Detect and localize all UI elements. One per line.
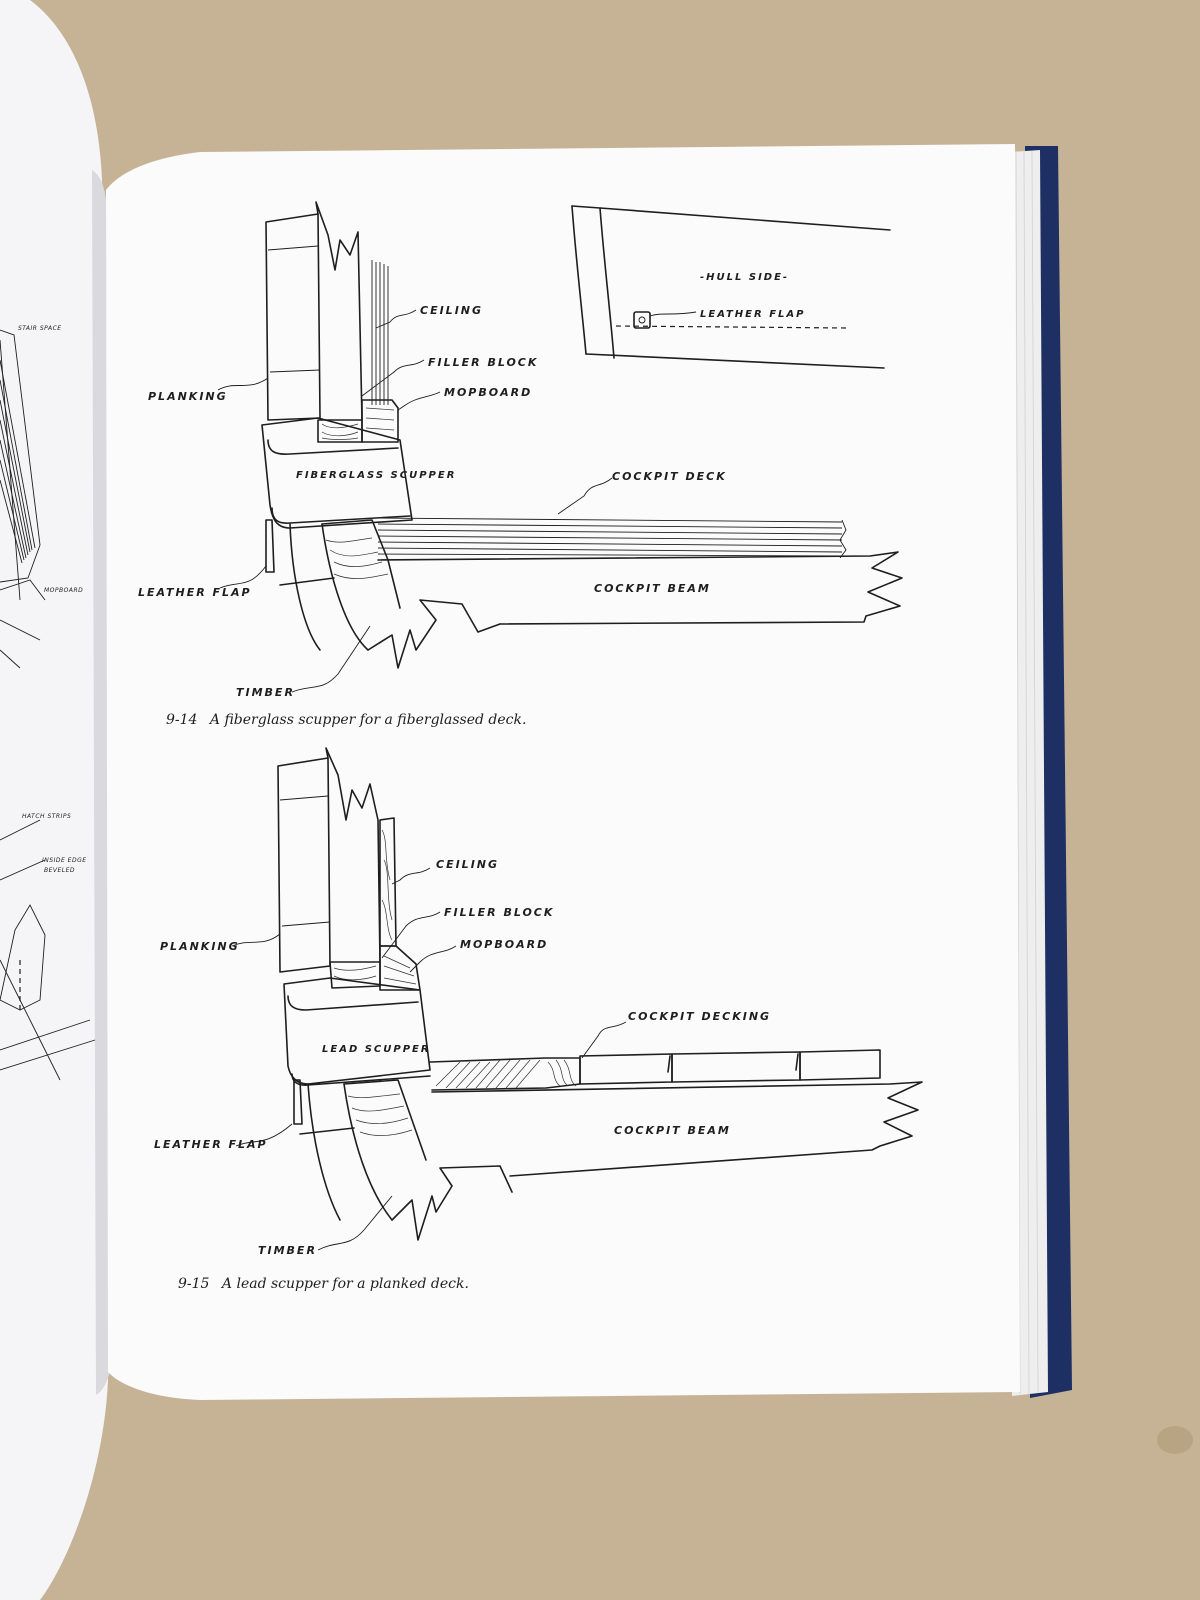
left-page <box>0 0 108 1600</box>
fig15-label-timber: TIMBER <box>258 1244 317 1257</box>
fig14-label-ceiling: CEILING <box>420 304 483 317</box>
fig15-cockpit-beam <box>431 1081 923 1177</box>
right-page <box>106 144 1020 1400</box>
page-stack <box>1010 150 1048 1396</box>
page-stack-lines <box>1015 150 1039 1395</box>
fig14-number: 9-14 <box>166 712 197 728</box>
figure-9-15: CEILING FILLER BLOCK MOPBOARD PLANKING L… <box>154 747 923 1292</box>
fig15-label-filler-block: FILLER BLOCK <box>444 906 554 919</box>
fig15-label-cockpit-beam: COCKPIT BEAM <box>614 1124 731 1137</box>
fig14-timber-upper <box>315 201 363 421</box>
fig15-number: 9-15 <box>178 1276 210 1292</box>
inset-label-hull-side: -HULL SIDE- <box>700 272 789 283</box>
fig15-leather-flap-shape <box>293 1079 303 1125</box>
fig14-label-cockpit-deck: COCKPIT DECK <box>612 470 727 483</box>
fig14-cockpit-beam <box>377 551 903 625</box>
fig14-label-leather-flap: LEATHER FLAP <box>138 586 252 599</box>
fig14-label-timber: TIMBER <box>236 686 295 699</box>
fig15-label-ceiling: CEILING <box>436 858 499 871</box>
inset-label-leather-flap: LEATHER FLAP <box>700 309 805 320</box>
fig15-cockpit-decking <box>429 1049 881 1091</box>
fig15-scupper <box>283 977 431 1085</box>
fig15-mopboard <box>379 945 421 991</box>
fig14-mopboard <box>361 399 399 443</box>
fig14-cockpit-deck <box>377 517 847 559</box>
figure-9-14: CEILING FILLER BLOCK MOPBOARD PLANKING F… <box>138 201 903 728</box>
fig14-scupper <box>261 417 413 529</box>
left-page-drawing-bottom <box>0 819 96 1081</box>
fig14-leather-flap-shape <box>265 519 275 573</box>
fig15-label-cockpit-decking: COCKPIT DECKING <box>628 1010 771 1023</box>
fig14-label-filler-block: FILLER BLOCK <box>428 356 538 369</box>
left-label-mopboard: MOPBOARD <box>44 587 83 594</box>
left-label-stair-space: STAIR SPACE <box>18 325 62 332</box>
fig15-label-planking: PLANKING <box>160 940 240 953</box>
fig14-label-scupper: FIBERGLASS SCUPPER <box>296 470 456 481</box>
fig14-label-planking: PLANKING <box>148 390 228 403</box>
fig14-label-mopboard: MOPBOARD <box>444 386 532 399</box>
fig14-caption: 9-14 A fiberglass scupper for a fibergla… <box>166 712 526 728</box>
fig15-timber-lower <box>307 1083 393 1221</box>
left-label-inside-edge: INSIDE EDGE <box>42 857 87 864</box>
inset-hull-side: -HULL SIDE- LEATHER FLAP <box>571 205 891 369</box>
fig14-caption-text: A fiberglass scupper for a fiberglassed … <box>208 712 527 728</box>
fig15-label-leather-flap: LEATHER FLAP <box>154 1138 268 1151</box>
fig14-label-cockpit-beam: COCKPIT BEAM <box>594 582 711 595</box>
left-label-beveled: BEVELED <box>44 867 75 874</box>
fig14-ceiling <box>371 260 389 405</box>
fig15-label-scupper: LEAD SCUPPER <box>322 1044 431 1055</box>
fig15-caption-text: A lead scupper for a planked deck. <box>220 1276 469 1292</box>
table-stain <box>1157 1426 1193 1454</box>
inset-leather-flap-square <box>633 311 651 329</box>
gutter-shadow <box>92 170 110 1395</box>
fig15-caption: 9-15 A lead scupper for a planked deck. <box>178 1276 469 1292</box>
left-label-hatch-strips: HATCH STRIPS <box>22 813 71 820</box>
left-page-drawing-top <box>0 329 46 669</box>
fig14-timber-lower <box>289 523 369 651</box>
fig15-timber-upper <box>325 747 381 963</box>
fig15-label-mopboard: MOPBOARD <box>460 938 548 951</box>
